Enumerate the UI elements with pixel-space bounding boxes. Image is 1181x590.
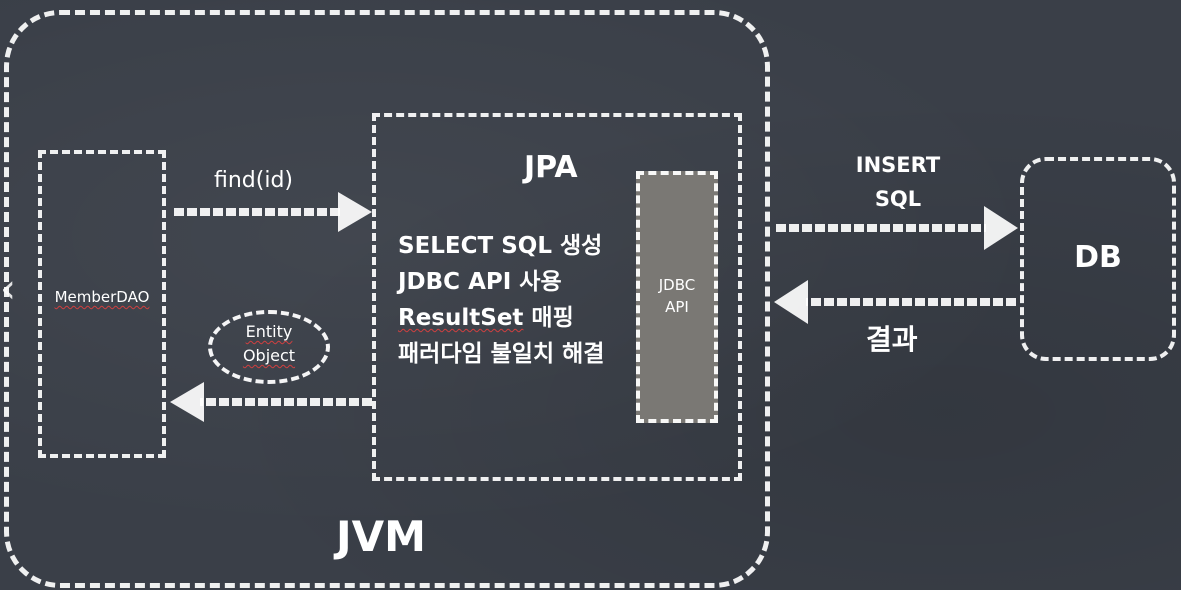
jpa-task-item: JDBC API 사용 — [398, 269, 562, 295]
result-arrow-head — [774, 280, 808, 324]
jdbc-api-box — [636, 171, 718, 423]
member-dao-box — [38, 150, 166, 458]
find-arrow-head — [338, 192, 372, 232]
return-arrow-head — [170, 382, 204, 422]
jvm-container — [4, 10, 770, 588]
insert-sql-label: INSERT SQL — [855, 153, 941, 211]
db-label: DB — [1074, 240, 1122, 275]
result-label: 결과 — [866, 323, 918, 356]
find-call-label: find(id) — [214, 168, 294, 193]
jpa-box — [372, 113, 742, 481]
entity-object-label: Entity Object — [242, 322, 296, 365]
insert-arrow-head — [984, 206, 1018, 250]
jpa-task-item: SELECT SQL 생성 — [398, 233, 603, 259]
member-dao-label: MemberDAO — [54, 288, 150, 306]
jpa-task-list: SELECT SQL 생성 JDBC API 사용 ResultSet 매핑 패… — [398, 228, 604, 372]
jdbc-api-label: JDBC API — [658, 276, 696, 316]
db-box — [1020, 157, 1176, 361]
jpa-task-item: 패러다임 불일치 해결 — [398, 341, 605, 367]
jpa-title: JPA — [524, 150, 578, 185]
entity-object-ellipse — [208, 310, 330, 384]
jvm-label: JVM — [336, 512, 426, 561]
jpa-task-item: ResultSet 매핑 — [398, 305, 574, 331]
